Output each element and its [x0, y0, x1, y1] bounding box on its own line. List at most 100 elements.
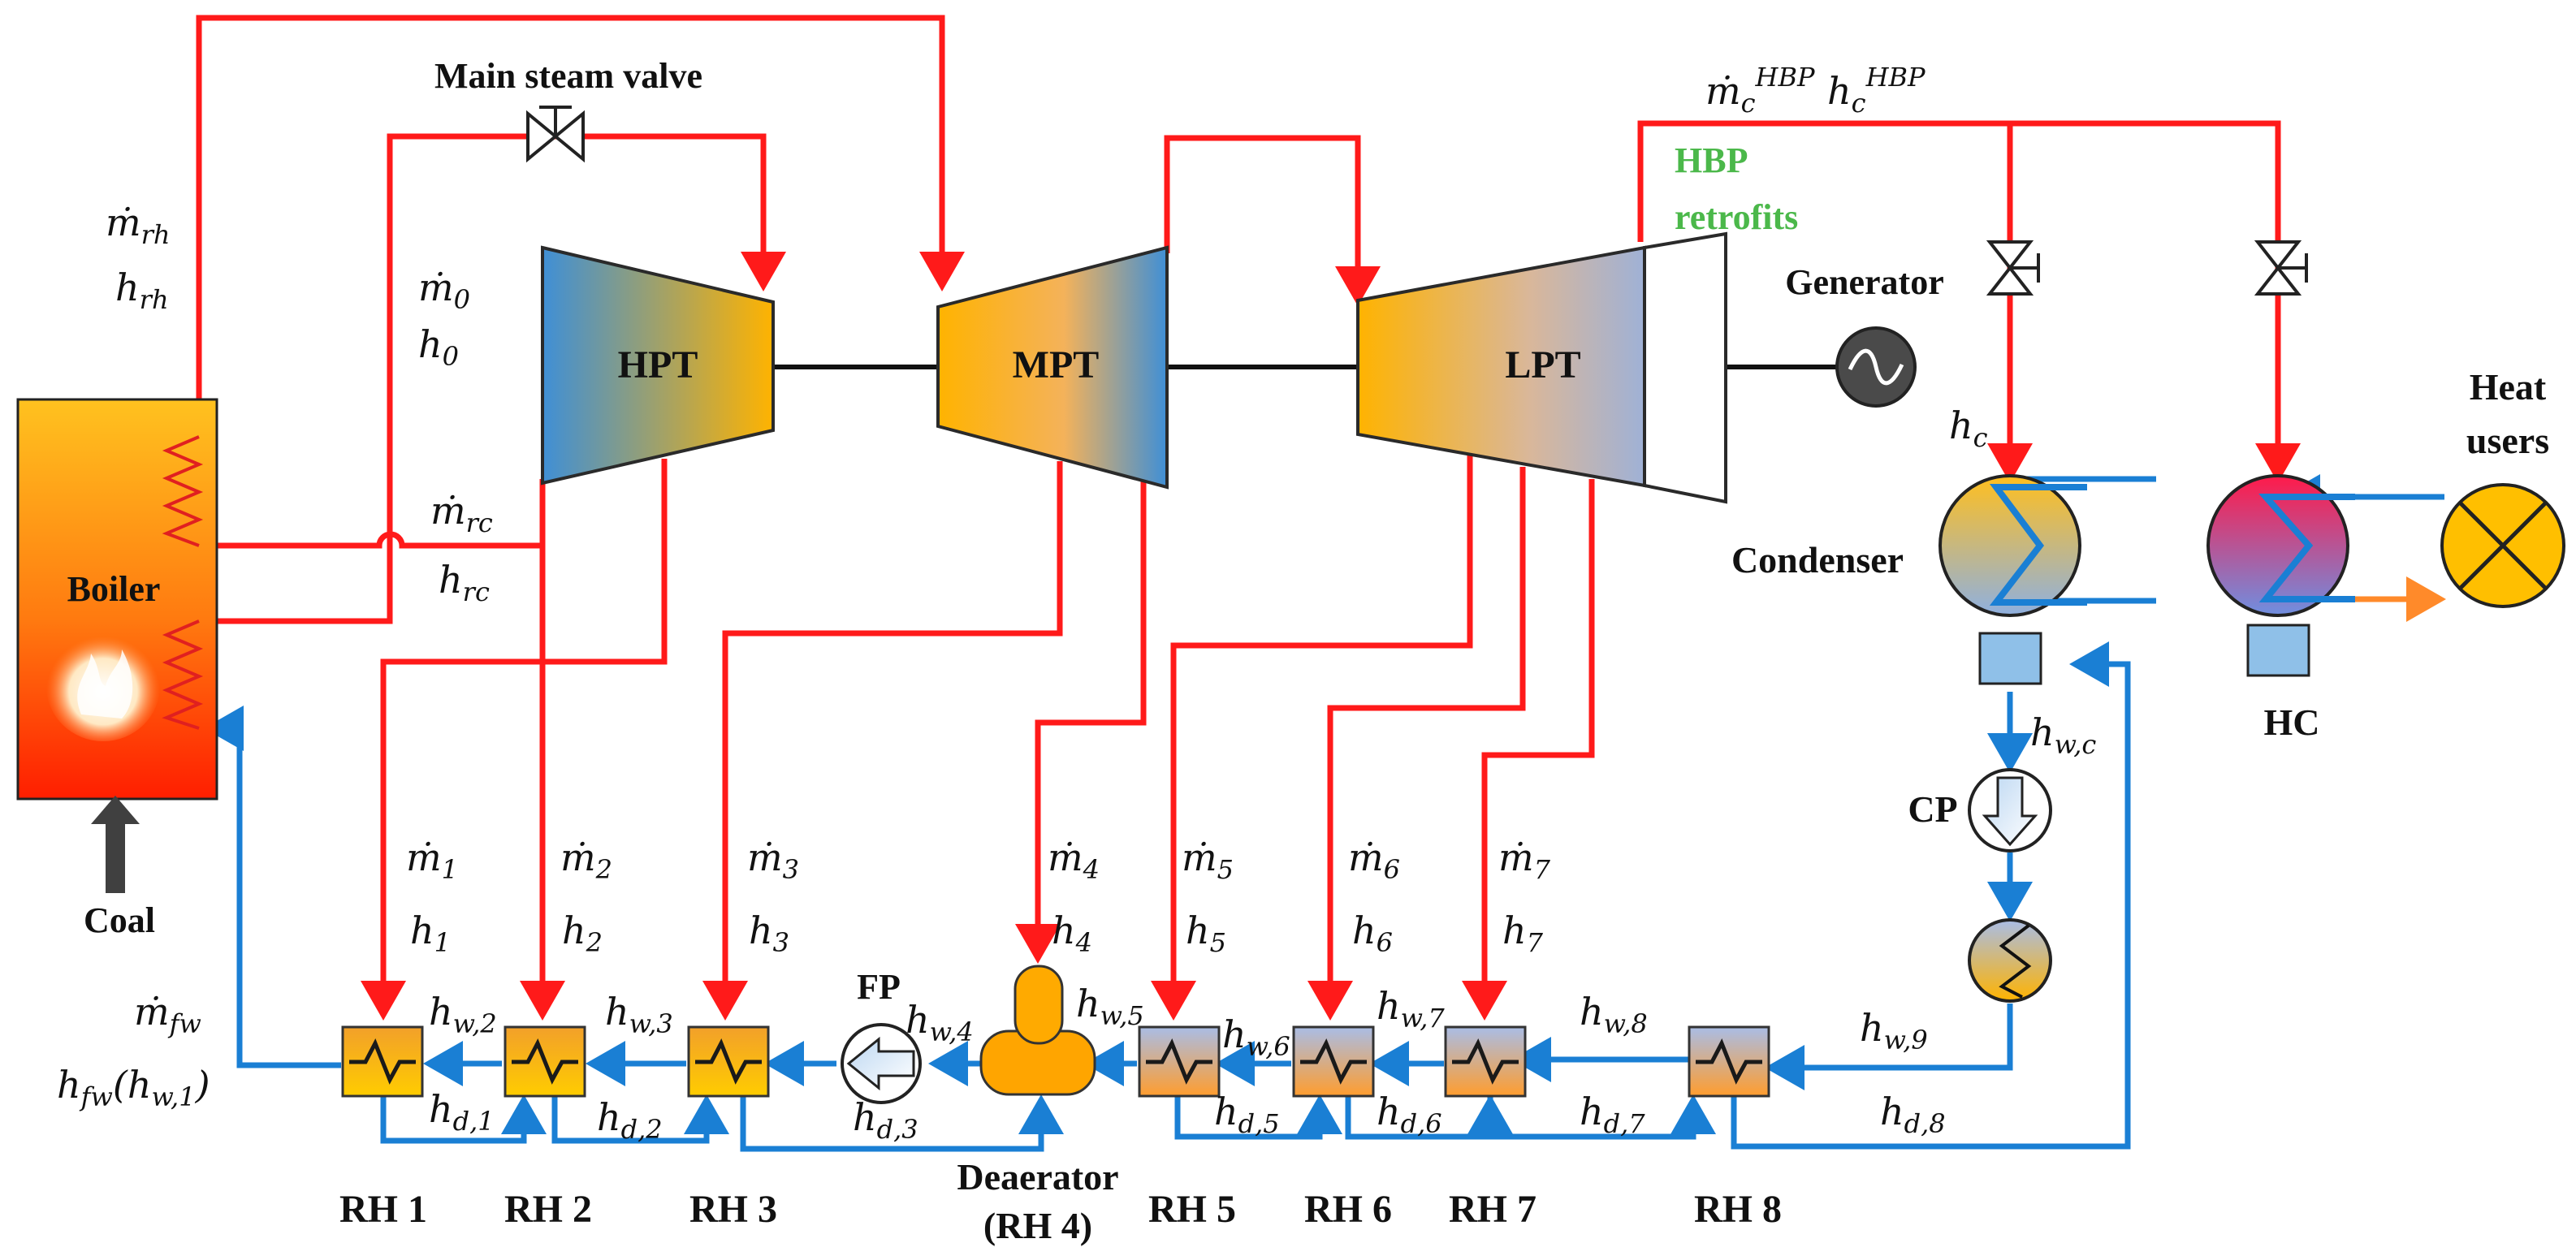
hc-hbp-valve [2254, 240, 2308, 296]
hbp-label-line1: HBP [1675, 140, 1748, 180]
heat-users: Heat users [2440, 366, 2565, 608]
water-lines [204, 474, 2446, 1152]
symbol-h-w-7: hw,7 [1377, 984, 1445, 1034]
drain-rh5-line [1174, 1092, 1342, 1140]
extraction-3-line [702, 461, 1063, 1021]
symbol-m-5: ṁ5 [1182, 835, 1234, 885]
lpt-label: LPT [1505, 343, 1580, 386]
condenser-coil [1989, 484, 2087, 606]
symbol-h-d-7: hd,7 [1580, 1090, 1645, 1139]
condenser-body [1938, 474, 2081, 617]
rh5-heater: RH 5 [1138, 1025, 1236, 1231]
lp-turbine: LPT [1356, 231, 1727, 504]
reheat-steam-line [196, 15, 965, 437]
coal-arrow-icon [91, 796, 140, 893]
rh1-label: RH 1 [339, 1188, 427, 1231]
symbol-h-w-c: hw,c [2030, 710, 2096, 760]
rh1-heater: RH 1 [339, 1025, 427, 1231]
condenser-label: Condenser [1731, 539, 1904, 581]
symbol-h-d-2: hd,2 [597, 1095, 663, 1145]
rh6-label: RH 6 [1304, 1188, 1392, 1231]
symbol-h-w-5: hw,5 [1076, 982, 1144, 1031]
symbol-m-1: ṁ1 [406, 835, 458, 885]
hpt-body [541, 245, 775, 486]
preheater-icon [1968, 918, 2052, 1003]
extraction-6-line [1307, 467, 1526, 1021]
heat-users-label-line2: users [2466, 420, 2549, 461]
symbol-h-w-9: hw,9 [1860, 1006, 1928, 1055]
symbol-h-d-1: hd,1 [429, 1087, 495, 1137]
drain-rh1-line [380, 1092, 547, 1144]
hc-label: HC [2264, 701, 2320, 743]
hotwell [1978, 632, 2042, 685]
preheater-to-rh8-line [1765, 1004, 2013, 1090]
cp-label: CP [1908, 788, 1957, 830]
rh3-label: RH 3 [689, 1188, 777, 1231]
hc-coil [2258, 494, 2355, 602]
hbp-line [1637, 120, 2301, 483]
hc-drain [2246, 624, 2310, 677]
rh2-heater: RH 2 [504, 1025, 592, 1231]
hc-body [2206, 474, 2349, 617]
symbol-m-2: ṁ2 [560, 835, 612, 885]
drain-rh2-line [551, 1092, 729, 1144]
generator: Generator [1785, 262, 1944, 408]
condenser-hbp-valve [1986, 240, 2040, 296]
hp-turbine: HPT [541, 245, 775, 486]
symbol-h-7: h7 [1502, 909, 1544, 958]
symbol-m-rh: ṁrh [106, 201, 171, 250]
symbol-h-d-5: hd,5 [1214, 1090, 1280, 1139]
superheater-coil [162, 619, 204, 730]
extraction-1-line [361, 459, 668, 1021]
symbol-h-rh: hrh [115, 265, 169, 315]
heat-users-label-line1: Heat [2470, 366, 2547, 408]
hbp-label-line2: retrofits [1675, 197, 1798, 237]
rh7-label: RH 7 [1449, 1188, 1537, 1231]
rh6-heater: RH 6 [1292, 1025, 1392, 1231]
valve-icon [2254, 240, 2302, 271]
condenser: Condenser [1731, 474, 2087, 685]
rh8-heater: RH 8 [1688, 1025, 1782, 1231]
mp-turbine: MPT [936, 245, 1169, 490]
symbol-h-6: h6 [1352, 909, 1393, 958]
rh2-label: RH 2 [504, 1188, 592, 1231]
fire-icon [77, 650, 133, 719]
fp-label: FP [857, 967, 901, 1007]
symbol-h-w-4: hw,4 [905, 998, 974, 1047]
drain-rh8-line [1731, 641, 2131, 1150]
symbol-h-2: h2 [562, 909, 603, 958]
cold-reheat-line [199, 479, 546, 549]
drain-rh3-line [740, 1092, 1064, 1152]
symbol-h-w-3: hw,3 [605, 990, 673, 1039]
reheater-coil [162, 435, 204, 547]
rh3-heater: RH 3 [687, 1025, 777, 1231]
symbol-h-rc: hrc [439, 558, 490, 607]
crossover-line [1164, 135, 1381, 306]
symbol-h-fw: hfw(hw,1) [57, 1063, 210, 1112]
symbol-m-4: ṁ4 [1048, 835, 1100, 885]
mpt-label: MPT [1013, 343, 1100, 386]
mpt-body [936, 245, 1169, 490]
rh7-heater: RH 7 [1444, 1025, 1537, 1231]
symbol-m-0: ṁ0 [418, 265, 470, 315]
symbol-h-c: hc [1949, 404, 1988, 453]
preheater [1968, 918, 2052, 1003]
rh8-label: RH 8 [1694, 1188, 1782, 1231]
steam-lines [196, 15, 2301, 1021]
symbol-h-w-2: hw,2 [429, 990, 497, 1039]
valve-icon-left [526, 110, 559, 163]
main-steam-valve: Main steam valve [434, 56, 702, 163]
valve-icon-right [552, 110, 585, 163]
condensate-pump: CP [1908, 768, 2052, 852]
main-steam-line [199, 133, 786, 624]
lpt-exhaust [1643, 231, 1727, 504]
extraction-7-line [1462, 479, 1595, 1021]
symbol-h-d-3: hd,3 [853, 1095, 918, 1145]
generator-label: Generator [1785, 262, 1943, 302]
extraction-5-line [1151, 455, 1473, 1021]
lpt-body [1356, 245, 1646, 488]
symbol-h-d-8: hd,8 [1880, 1090, 1946, 1139]
symbol-m-6: ṁ6 [1348, 835, 1400, 885]
boiler: Boiler Coal [16, 398, 218, 940]
symbol-m-7: ṁ7 [1498, 835, 1551, 885]
